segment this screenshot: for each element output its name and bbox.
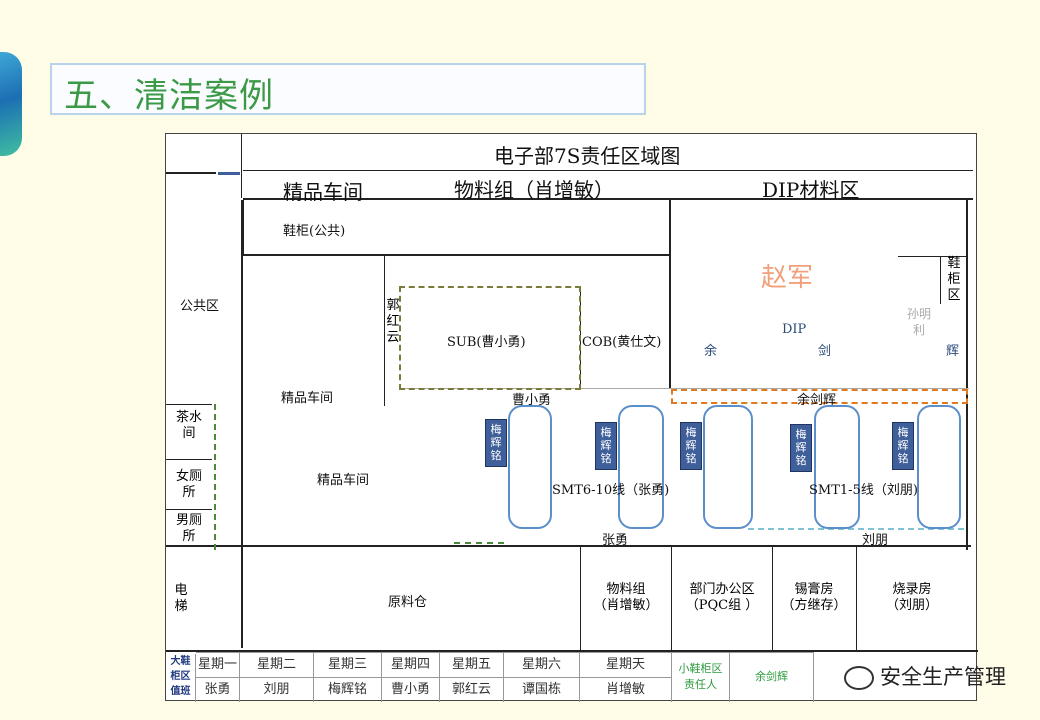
wall [166,509,212,510]
label-jingpin: 精品车间 [317,473,370,488]
schedule-resp-name: 余剑辉 [730,652,814,702]
wall [243,200,244,256]
wall [966,200,968,550]
watermark-text: 安全生产管理 [880,665,1006,689]
smt-line-oval [508,405,552,529]
schedule-person: 梅辉铭 [314,677,382,702]
wall [166,172,216,174]
slide-title: 五、清洁案例 [64,76,274,116]
badge-meihuiming: 梅辉铭 [595,422,617,470]
label-dip: DIP [782,322,807,337]
smt-line-oval [917,405,961,529]
band-divider [243,198,973,200]
label-zhangyong: 张勇 [602,533,629,548]
schedule-person: 肖增敏 [580,677,672,702]
schedule-person: 刘朋 [240,677,314,702]
schedule-corner: 大鞋柜区值班 [166,654,196,702]
label-tin-room: 锡膏房（方继存） [781,582,847,613]
wall [940,256,941,304]
schedule-day: 星期三 [314,652,382,677]
label-sub: SUB(曹小勇) [447,335,526,350]
label-cob: COB(黄仕文) [582,335,662,350]
dashed-line [212,404,216,550]
label-mens: 男厕所 [175,513,202,544]
label-public-area: 公共区 [180,299,220,314]
plan-heading: 电子部7S责任区域图 [494,144,681,168]
wall [166,459,212,460]
floor-plan: 梅辉铭 梅辉铭 梅辉铭 梅辉铭 梅辉铭 电子部7S责任区域图 精品车间 物料组（… [165,133,978,702]
wall [166,545,971,547]
wechat-icon [844,666,874,690]
label-burn-room: 烧录房（刘朋） [885,582,938,613]
label-smt6: SMT6-10线（张勇) [552,483,670,498]
wall [671,547,672,650]
watermark: 安全生产管理 [844,661,1006,691]
heading-divider [243,170,973,171]
wall [669,200,671,388]
dashed-line [748,528,964,531]
label-zhaojun: 赵军 [761,263,814,293]
smt-line-oval [703,405,753,529]
wall [898,256,968,257]
label-ladies: 女厕所 [175,469,202,500]
label-material-room: 物料组（肖增敏） [593,582,659,613]
label-jian: 剑 [818,344,832,359]
schedule-person: 郭红云 [440,677,504,702]
label-liupeng: 刘朋 [862,533,889,548]
title-box [50,63,646,115]
schedule-person: 张勇 [196,677,240,702]
label-yujianhui: 余剑辉 [797,393,837,408]
badge-meihuiming: 梅辉铭 [790,424,812,472]
wall [580,547,581,650]
wall [243,254,671,256]
label-caoxiaoyong: 曹小勇 [512,393,552,408]
schedule-day: 星期天 [580,652,672,677]
label-sunmingli: 孙明利 [906,307,931,337]
wall [241,134,242,198]
badge-meihuiming: 梅辉铭 [485,419,507,467]
band-material: 物料组（肖增敏） [454,178,614,202]
label-smt1: SMT1-5线（刘朋) [809,483,918,498]
band-dip: DIP材料区 [762,178,860,202]
label-shoe-cabinet-right: 鞋柜区 [947,256,961,303]
wall [166,404,212,405]
label-hui: 辉 [946,344,960,359]
schedule-day: 星期六 [504,652,580,677]
label-raw-warehouse: 原料仓 [388,595,428,610]
label-elevator: 电梯 [174,583,188,614]
dashed-line [454,542,504,545]
band-jingpin: 精品车间 [283,180,363,204]
schedule-day: 星期一 [196,652,240,677]
label-yu: 余 [704,344,718,359]
wall-accent [218,172,240,175]
wall [772,547,773,650]
label-jingpin: 精品车间 [281,391,334,406]
badge-meihuiming: 梅辉铭 [680,422,702,470]
schedule-person: 谭国栋 [504,677,580,702]
dashed-line [671,402,968,406]
label-office: 部门办公区（PQC组 ） [685,582,759,613]
wall [166,650,978,652]
smt-line-oval [618,405,664,529]
brand-logo-icon [0,52,22,156]
label-tea-room: 茶水间 [175,410,202,441]
wall [241,200,243,648]
wall [856,547,857,650]
label-guohongyun: 郭红云 [386,298,400,345]
schedule-resp-label: 小鞋柜区责任人 [672,652,730,702]
schedule-person: 曹小勇 [382,677,440,702]
wall [384,256,385,406]
badge-meihuiming: 梅辉铭 [892,422,914,470]
schedule-day: 星期五 [440,652,504,677]
corridor-line [399,388,969,389]
schedule-day: 星期二 [240,652,314,677]
schedule-day: 星期四 [382,652,440,677]
duty-schedule: 大鞋柜区值班 星期一 星期二 星期三 星期四 星期五 星期六 星期天 张勇 刘朋… [166,652,978,702]
label-shoe-cabinet: 鞋柜(公共) [283,224,346,239]
sub-dashed-zone [399,286,581,390]
smt-line-oval [814,405,860,529]
